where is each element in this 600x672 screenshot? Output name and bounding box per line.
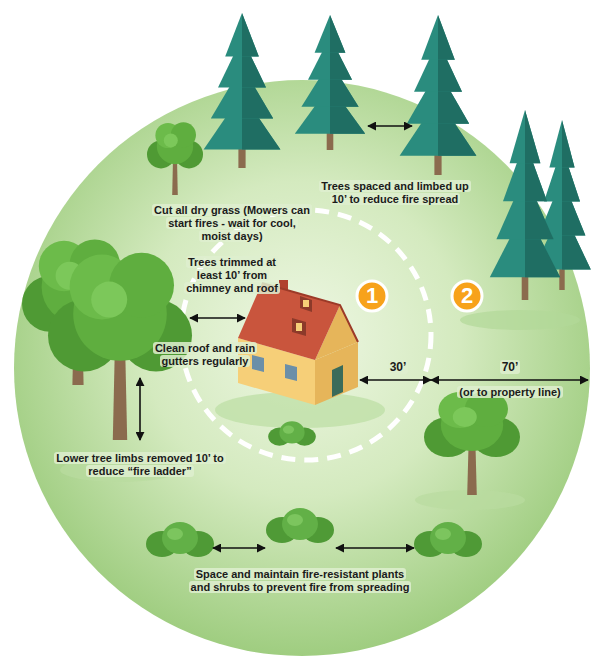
conifer-tree [204, 13, 281, 168]
window [252, 355, 264, 372]
dormer-window [303, 300, 309, 307]
conifer-tree [490, 110, 560, 300]
shrub [414, 522, 482, 557]
annotation-text: Clean roof and rain gutters regularly [153, 342, 257, 367]
annotation-label: 70’ [488, 360, 532, 374]
conifer-tree [400, 15, 477, 175]
annotation-text: Trees spaced and limbed up 10’ to reduce… [319, 180, 470, 205]
spacing-arrow [213, 547, 265, 549]
shrub [146, 522, 214, 557]
shrub [266, 508, 334, 543]
deciduous-tree [147, 122, 203, 195]
zone-number-disc [452, 281, 482, 311]
zone-number: 2 [461, 285, 473, 307]
clearance-arrow [190, 317, 245, 319]
defensible-space-ground [14, 80, 590, 656]
annotation-text: Space and maintain fire-resistant plants… [189, 568, 412, 593]
door [332, 365, 343, 397]
dimension-arrow [360, 379, 431, 381]
annotation-label: 30’ [376, 360, 420, 374]
deciduous-tree [424, 391, 520, 495]
shrub [268, 421, 316, 446]
grass-patch [460, 310, 580, 330]
annotation-text: Lower tree limbs removed 10’ to reduce “… [54, 452, 226, 477]
annotation-label: (or to property line) [443, 386, 577, 399]
dormer-window [296, 323, 302, 331]
zone-number-disc [357, 281, 387, 311]
conifer-tree [295, 15, 365, 150]
annotation-label: Cut all dry grass (Mowers can start fire… [152, 204, 312, 243]
annotation-text: Cut all dry grass (Mowers can start fire… [152, 204, 312, 242]
spacing-arrow [336, 547, 414, 549]
annotation-text: 30’ [388, 360, 409, 374]
spacing-arrow [368, 125, 412, 127]
annotation-label: Space and maintain fire-resistant plants… [184, 568, 416, 594]
zone-boundary [181, 210, 431, 460]
annotation-label: Lower tree limbs removed 10’ to reduce “… [51, 452, 229, 478]
zone-number: 1 [366, 285, 378, 307]
annotation-label: Trees trimmed at least 10’ from chimney … [173, 256, 291, 295]
annotation-label: Trees spaced and limbed up 10’ to reduce… [316, 180, 474, 206]
limb-height-arrow [139, 378, 141, 440]
dormer [292, 318, 306, 336]
annotation-label: Clean roof and rain gutters regularly [146, 342, 264, 368]
zone-number-circle: 1 [355, 279, 389, 313]
zone-number-circle: 2 [450, 279, 484, 313]
annotation-text: (or to property line) [457, 386, 562, 398]
dimension-arrow [431, 379, 588, 381]
annotation-text: 70’ [500, 360, 521, 374]
window [285, 364, 297, 381]
annotation-text: Trees trimmed at least 10’ from chimney … [184, 256, 280, 294]
dormer [300, 296, 312, 312]
